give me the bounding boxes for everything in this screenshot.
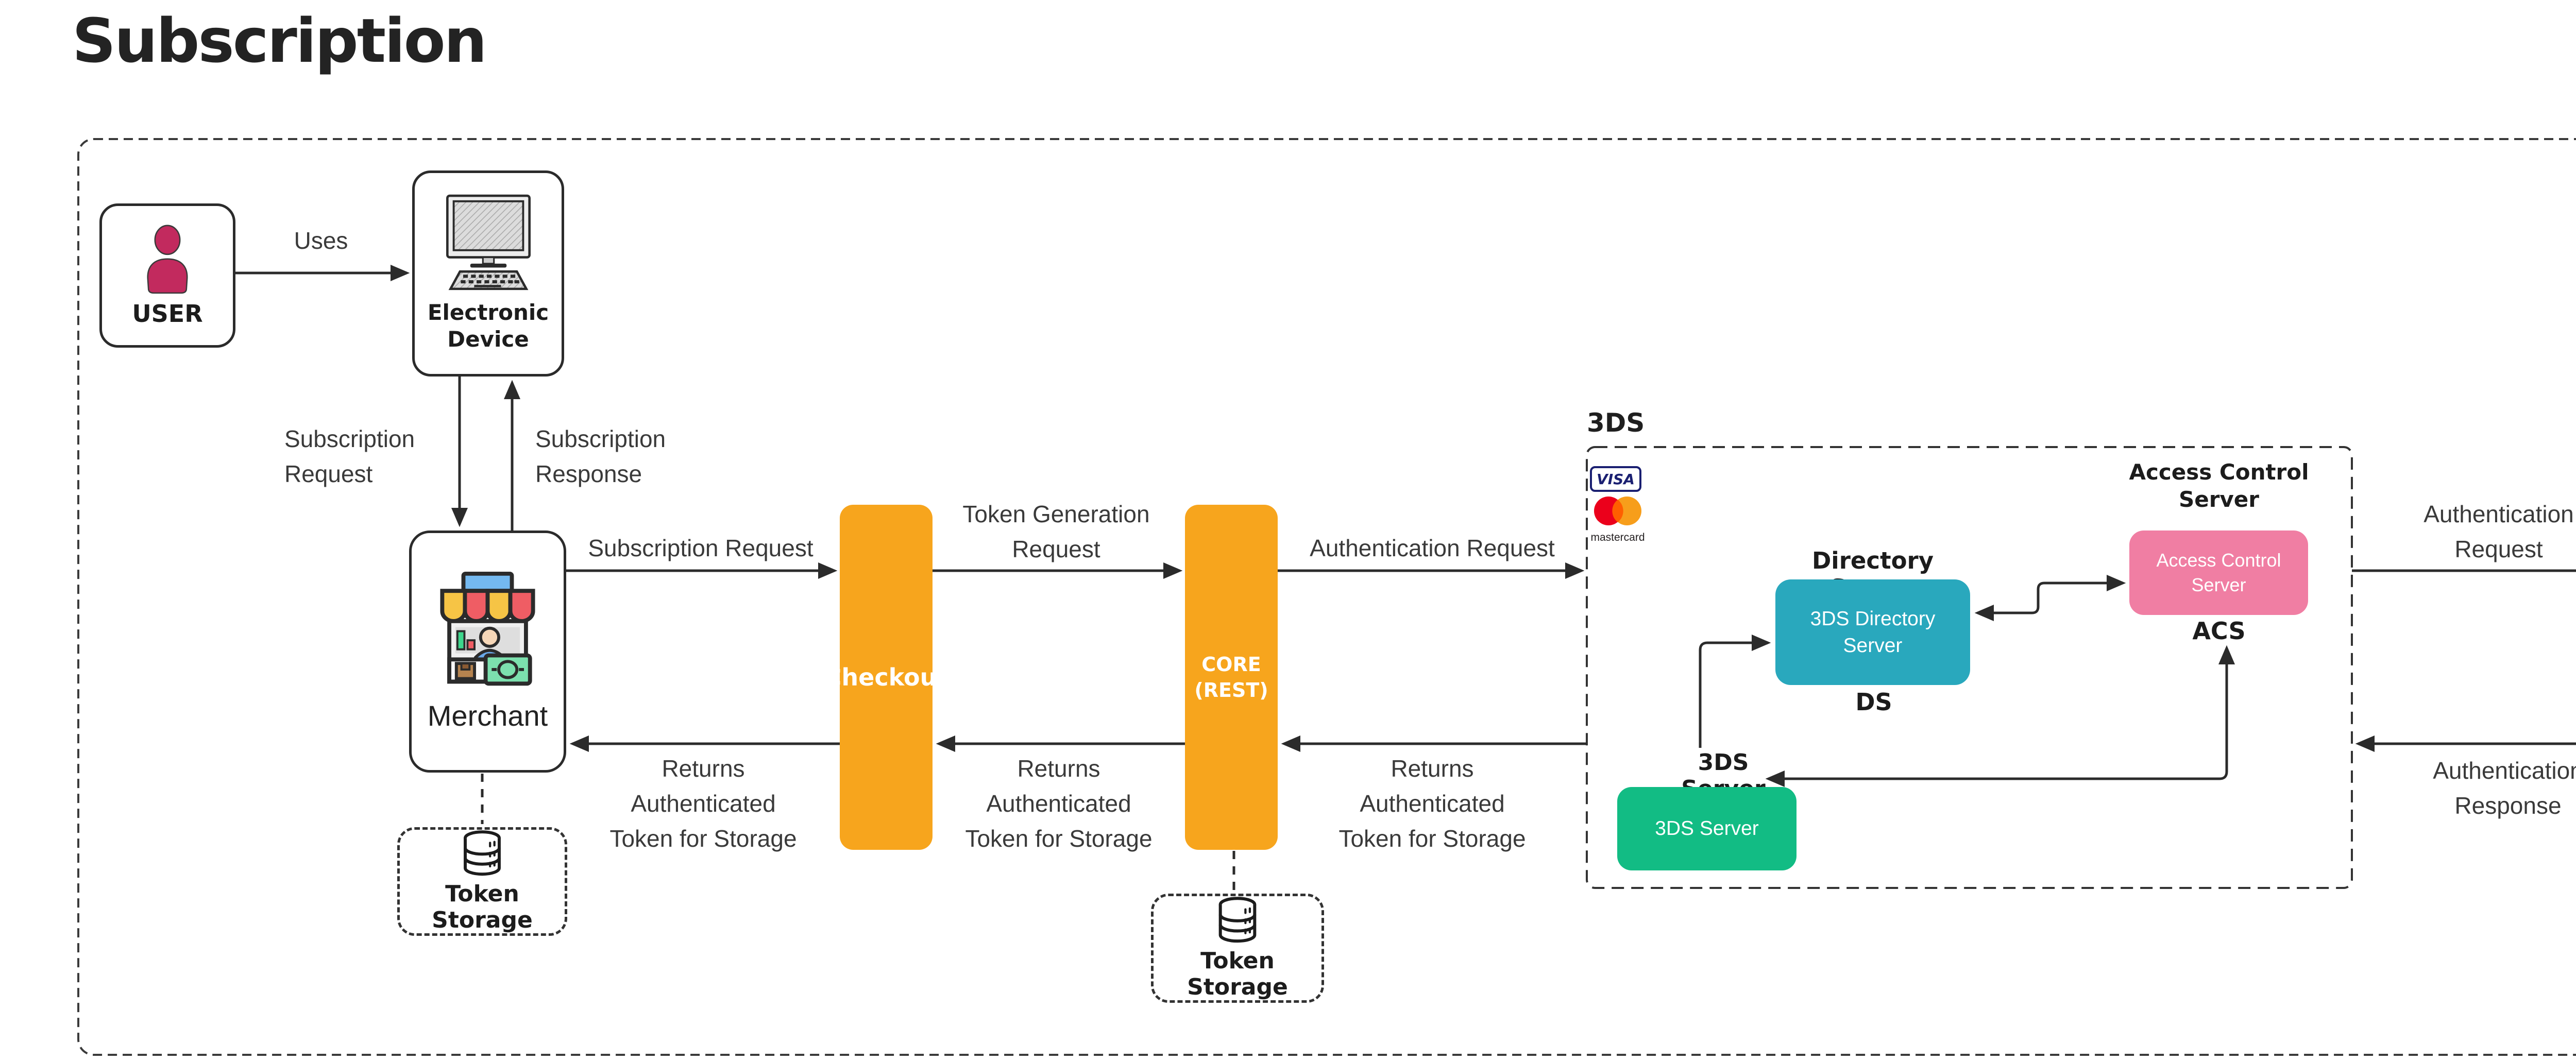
checkout-node: Checkout [824, 505, 948, 850]
token-storage-merchant-node: Token Storage [397, 827, 567, 936]
access-control-server-node: Access Control Server [2129, 530, 2308, 615]
subscription-request-vertical-label: Subscription Request [284, 425, 415, 487]
directory-server-box-label: 3DS Directory Server [1810, 607, 1936, 657]
merchant-label: Merchant [427, 699, 548, 732]
access-control-server-heading: Access Control Server [2129, 459, 2309, 512]
token-storage-core-node: Token Storage [1151, 894, 1324, 1003]
uses-label: Uses [294, 227, 348, 254]
electronic-device-label: Electronic Device [427, 300, 549, 352]
returns-token-core-checkout-label: Returns Authenticated Token for Storage [965, 755, 1153, 852]
core-node: CORE (REST) [1185, 505, 1278, 850]
threeds-server-node: 3DS Server [1617, 787, 1797, 870]
directory-server-caption: DS [1855, 688, 1892, 716]
access-control-server-caption: ACS [2192, 617, 2246, 645]
subscription-response-vertical-label: Subscription Response [535, 425, 666, 487]
visa-logo: VISA [1590, 466, 1641, 492]
token-generation-request-label: Token Generation Request [962, 501, 1150, 562]
storefront-icon [440, 571, 535, 686]
returns-token-3ds-core-label: Returns Authenticated Token for Storage [1338, 755, 1526, 852]
access-control-server-box-label: Access Control Server [2156, 550, 2281, 595]
computer-icon [446, 194, 531, 290]
threeds-server-box-label: 3DS Server [1655, 817, 1759, 840]
user-label: USER [132, 300, 203, 328]
user-icon [147, 225, 188, 294]
arrow-ds-acs-link [1974, 574, 2126, 622]
subscription-request-horizontal-label: Subscription Request [588, 535, 814, 561]
database-icon [1218, 897, 1257, 943]
token-storage-merchant-label: Token Storage [432, 881, 533, 933]
authentication-response-bank-label: Authentication Response [2433, 757, 2576, 819]
merchant-node: Merchant [409, 530, 566, 773]
threeds-group-label: 3DS [1587, 408, 1645, 438]
authentication-request-bank-label: Authentication Request [2424, 501, 2574, 562]
page-title: Subscription [72, 5, 487, 76]
mastercard-logo: mastercard [1590, 497, 1645, 543]
electronic-device-node: Electronic Device [412, 170, 564, 377]
authentication-request-core-3ds-label: Authentication Request [1310, 535, 1555, 561]
svg-text:mastercard: mastercard [1590, 532, 1645, 543]
arrow-3dsserver-to-ds [1699, 634, 1771, 748]
database-icon [464, 830, 501, 876]
token-storage-core-label: Token Storage [1187, 948, 1288, 1000]
returns-token-checkout-merchant-label: Returns Authenticated Token for Storage [609, 755, 797, 852]
user-node: USER [99, 203, 235, 348]
checkout-label: Checkout [824, 663, 948, 691]
core-label: CORE (REST) [1194, 653, 1268, 701]
directory-server-node: 3DS Directory Server [1775, 579, 1970, 685]
